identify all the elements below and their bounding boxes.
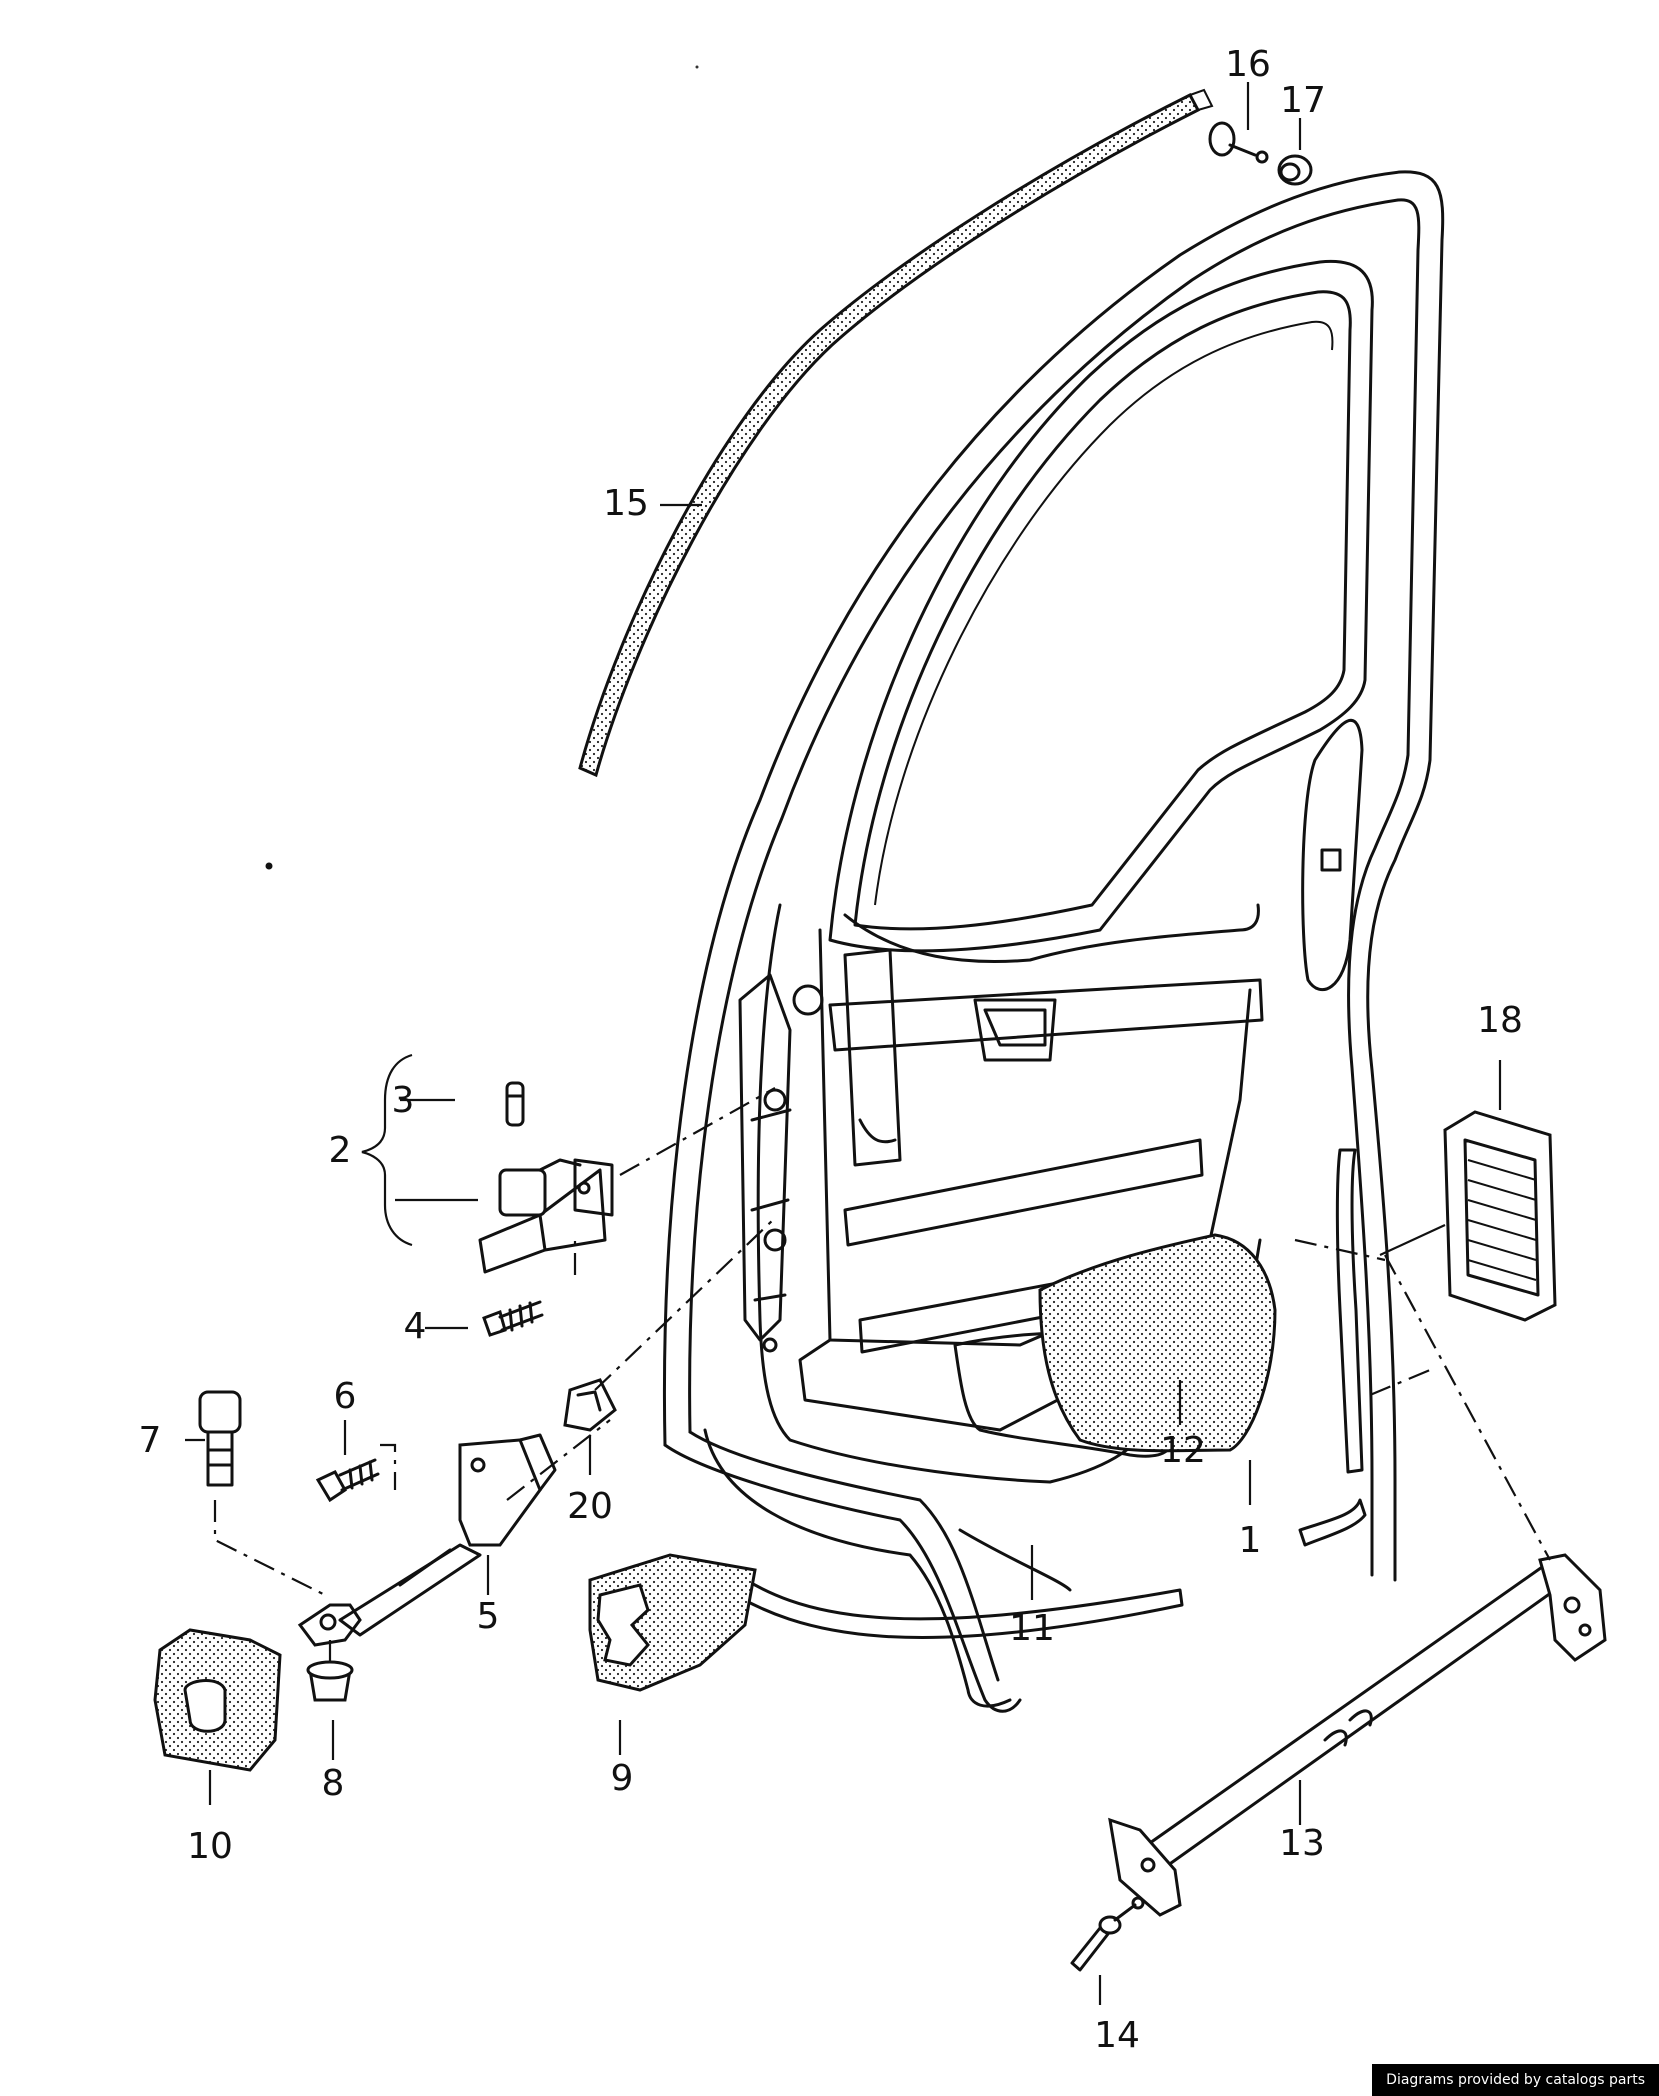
assembly-lines <box>213 1087 1551 1668</box>
door-hinge <box>478 1158 614 1274</box>
callout-10: 10 <box>187 1826 233 1867</box>
callout-18: 18 <box>1477 1000 1523 1041</box>
callout-numbers: 16 17 15 18 3 2 4 6 7 20 12 1 5 11 9 8 1… <box>139 44 1523 2056</box>
callout-12: 12 <box>1160 1430 1206 1471</box>
callout-5: 5 <box>477 1596 500 1637</box>
callout-13: 13 <box>1279 1823 1325 1864</box>
callout-2: 2 <box>329 1130 352 1171</box>
callout-14: 14 <box>1094 2015 1140 2056</box>
door-bumper <box>1208 121 1269 164</box>
callout-17: 17 <box>1280 80 1326 121</box>
callout-9: 9 <box>611 1758 634 1799</box>
credit-footer: Diagrams provided by catalogs parts <box>1372 2064 1659 2096</box>
vent-grille <box>1443 1110 1557 1322</box>
clip-pad <box>153 1628 282 1772</box>
leader-lines <box>185 82 1502 2005</box>
callout-3: 3 <box>392 1080 415 1121</box>
callout-4: 4 <box>404 1306 427 1347</box>
insulation-pad <box>1038 1233 1277 1453</box>
callout-1: 1 <box>1239 1520 1262 1561</box>
hinge-bolt <box>482 1300 544 1337</box>
callout-15: 15 <box>603 483 649 524</box>
callout-20: 20 <box>567 1486 613 1527</box>
check-strap-pin <box>198 1390 242 1487</box>
door-seal-strip <box>578 88 1214 778</box>
small-bracket <box>563 1378 617 1432</box>
check-strap-bolt <box>315 1458 380 1503</box>
impact-beam <box>1108 1553 1607 1917</box>
callout-11: 11 <box>1009 1608 1055 1649</box>
buffer-cap <box>1277 154 1313 186</box>
scan-dot <box>265 862 273 870</box>
callout-6: 6 <box>334 1376 357 1417</box>
scan-dot <box>695 65 699 69</box>
callout-8: 8 <box>322 1763 345 1804</box>
callout-7: 7 <box>139 1420 162 1461</box>
door-check-strap <box>297 1433 557 1647</box>
check-strap-nut <box>306 1660 354 1702</box>
foam-block <box>588 1553 757 1692</box>
door-bottom-seal <box>703 1148 1367 1708</box>
callout-16: 16 <box>1225 44 1271 85</box>
hinge-pin <box>505 1081 525 1127</box>
rivet <box>1070 1896 1145 1972</box>
